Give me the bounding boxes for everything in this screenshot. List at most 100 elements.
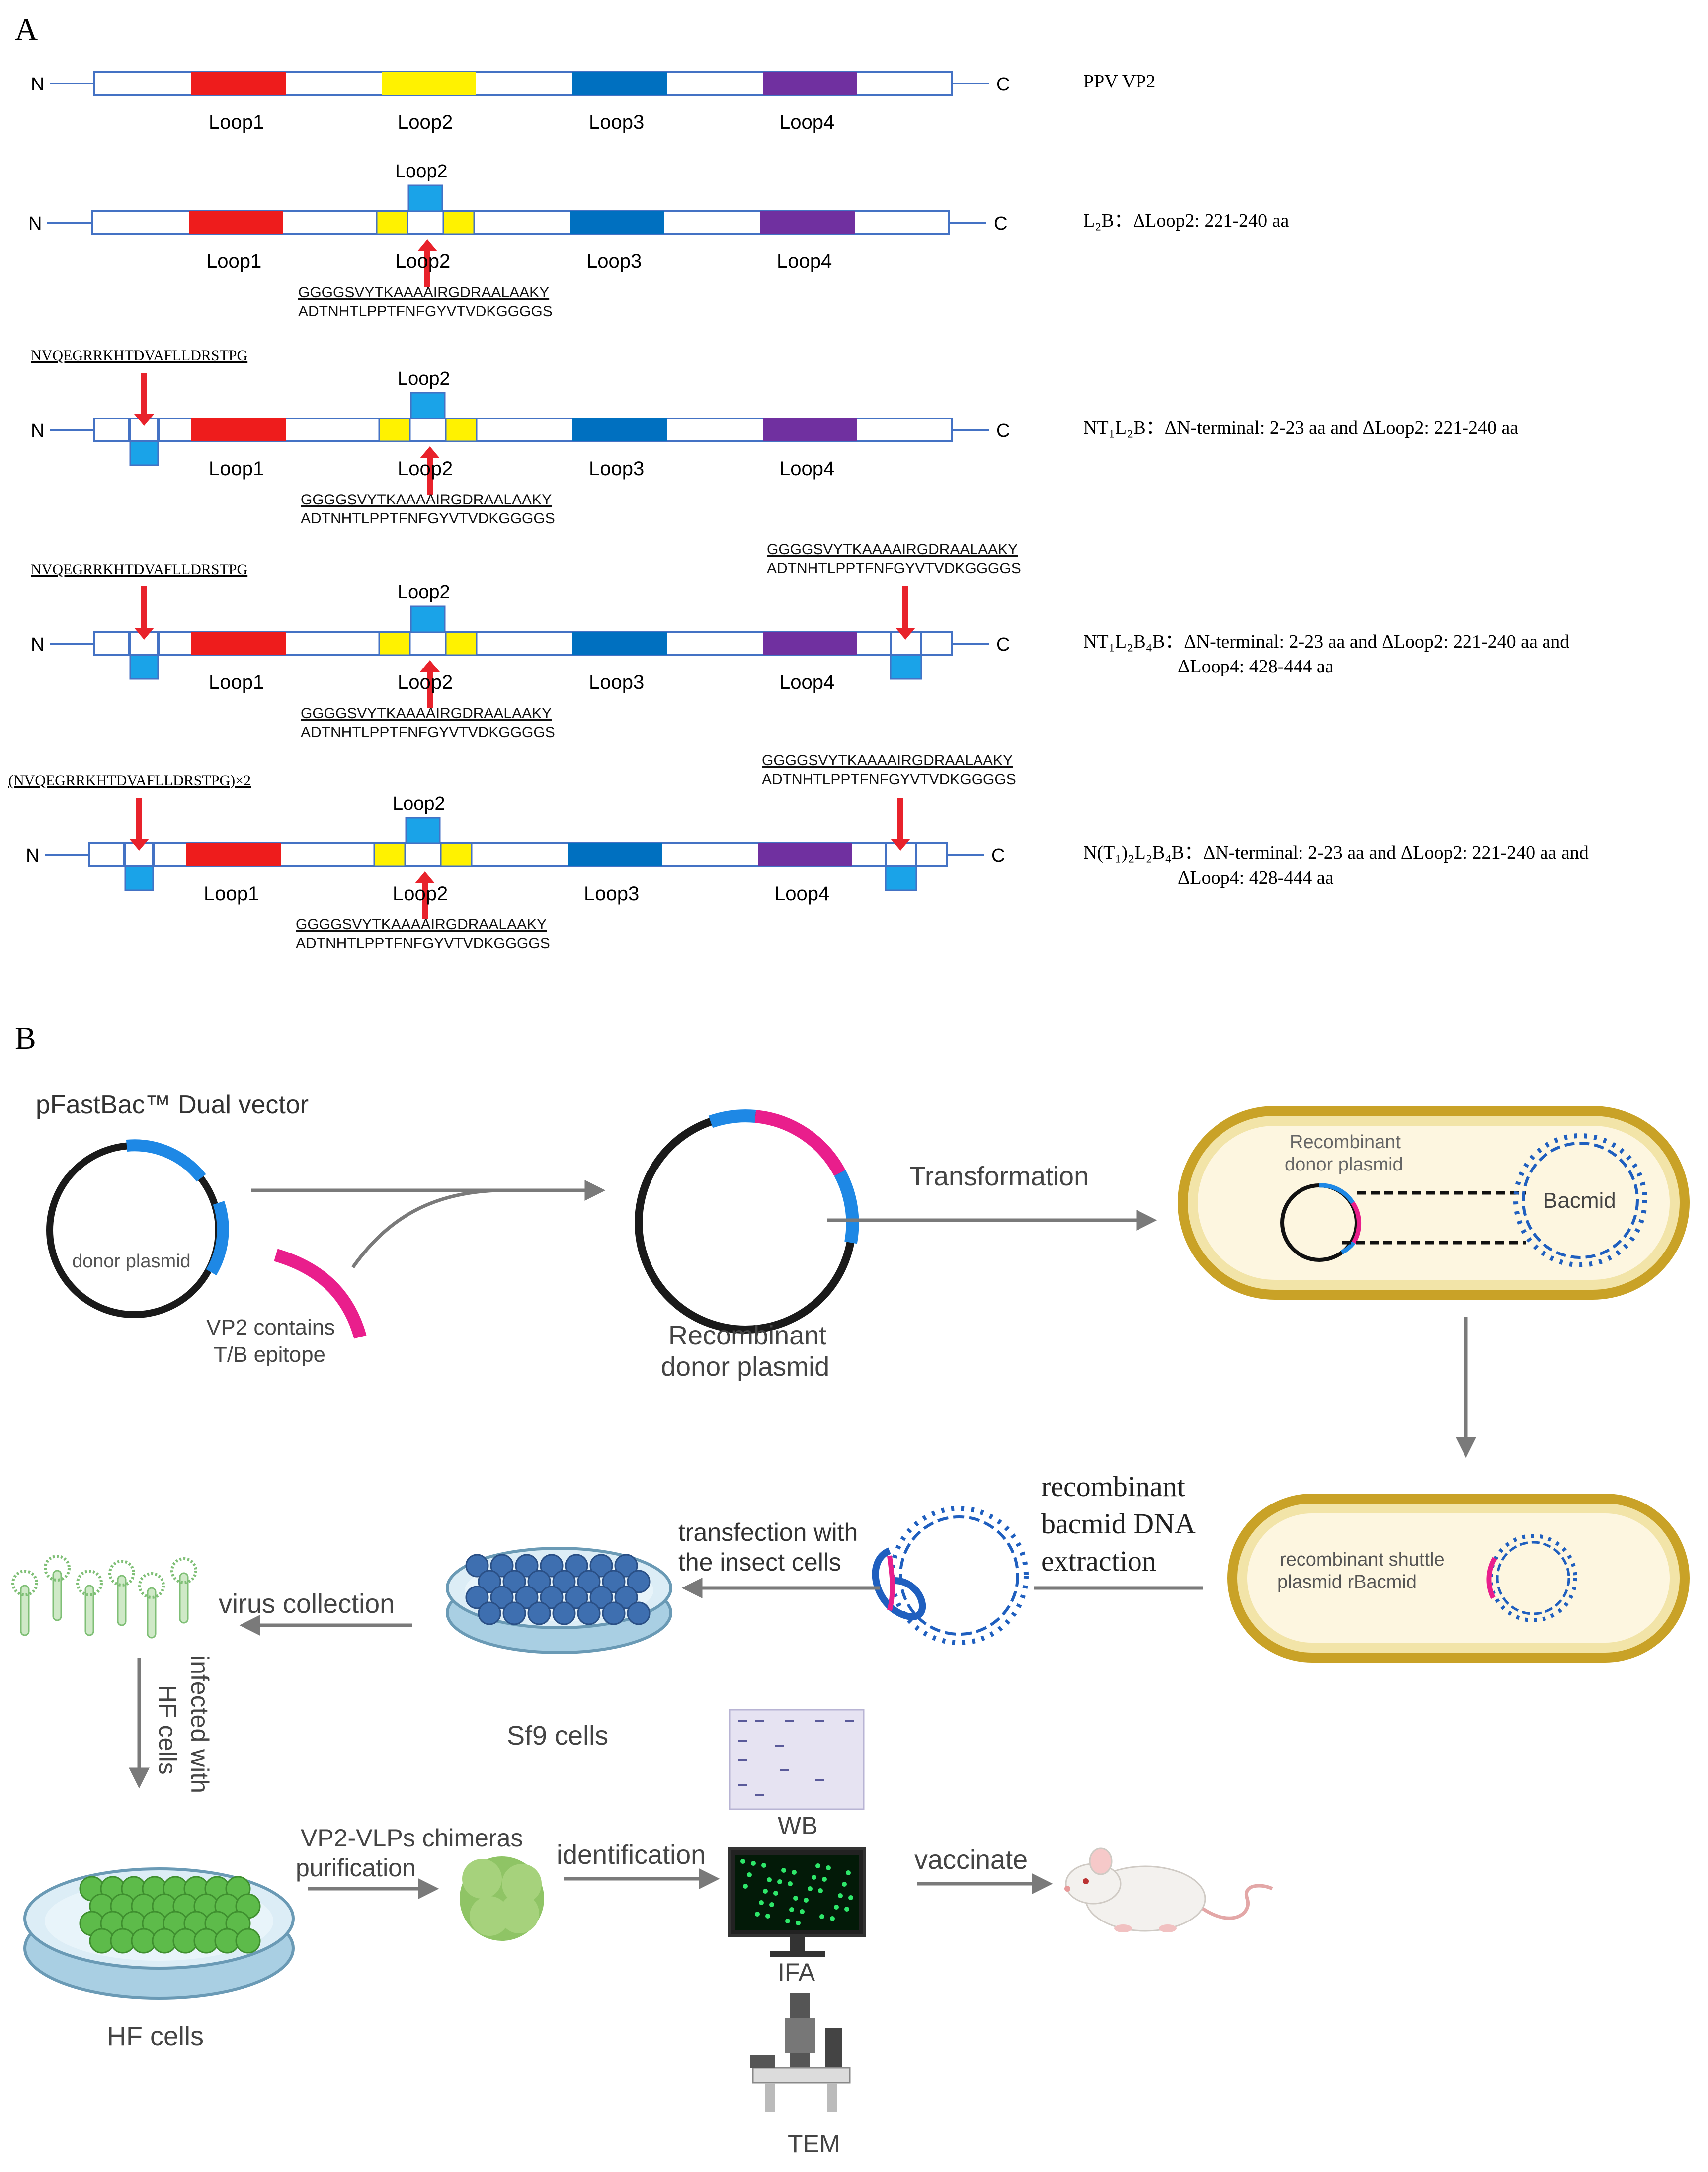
loop2-left-box [378,418,411,442]
n-terminal-label: N [31,420,44,441]
sf9-cell [565,1586,588,1609]
sf9-cell [627,1601,651,1625]
rbacmid-dna [872,1506,1029,1645]
loop2-box [382,72,476,95]
construct-desc-line1: N(T₁)₂L₂B₄B：ΔN-terminal: 2-23 aa and ΔLo… [1083,842,1589,863]
loop3-box [572,72,667,95]
sf9-cell [552,1570,576,1593]
ifa-fluorescent-dot [844,1907,849,1912]
loop1-box [189,211,283,234]
ifa-fluorescent-dot [789,1907,794,1912]
ifa-fluorescent-dot [800,1909,805,1914]
loop3-box [570,211,664,234]
wb-band [755,1720,764,1722]
ifa-fluorescent-dot [842,1882,847,1887]
ligation-arrow [251,1180,606,1269]
wb-band [780,1769,789,1771]
wb-band [845,1720,854,1722]
wb-band [738,1720,747,1722]
loop2-left-box [378,631,411,656]
red-arrow-head [420,660,440,672]
red-arrow-head [134,628,154,640]
sf9-cell [614,1586,638,1609]
loop3-label: Loop3 [586,251,642,272]
loop4-box [763,418,857,441]
tb-epitope-line2: ADTNHTLPPTFNFGYVTVDKGGGGS [301,510,555,527]
sf9-cell [465,1586,489,1609]
purification-line2: purification [296,1854,416,1882]
red-arrow-head [129,839,149,851]
wb-band [815,1779,824,1781]
virion-rod [117,1575,127,1626]
vp2-nterm-segment [93,418,130,442]
loop4-box [763,632,857,655]
shuttle-line2: plasmid rBacmid [1277,1572,1417,1592]
ifa-fluorescent-dot [751,1861,756,1866]
mouse-icon [1064,1847,1273,1932]
c-terminal-label: C [996,74,1010,95]
loop4-insert-box [890,654,922,680]
sf9-dish [446,1547,672,1654]
loop2-top-label: Loop2 [393,793,445,814]
loop1-label: Loop1 [209,111,264,133]
loop3-label: Loop3 [589,671,644,693]
ifa-fluorescent-dot [793,1896,798,1901]
ifa-fluorescent-dot [781,1868,786,1873]
virus-collection-label: virus collection [219,1589,395,1619]
sf9-label: Sf9 cells [507,1721,608,1751]
loop2-label: Loop2 [393,883,448,905]
bacmid-label: Bacmid [1543,1188,1616,1213]
loop4-label: Loop4 [779,458,834,480]
sf9-cell [515,1586,539,1609]
wb-band [775,1745,784,1747]
ifa-fluorescent-dot [761,1863,766,1868]
infected-line1: infected with [186,1655,214,1793]
tb-epitope-line2: ADTNHTLPPTFNFGYVTVDKGGGGS [301,724,555,741]
n-terminal-label: N [31,74,44,95]
tb-epitope-line1: GGGGSVYTKAAAAIRGDRAALAAKY [301,705,552,722]
recombinant-donor-line1: Recombinant [668,1321,826,1350]
construct-desc-line2: ΔLoop4: 428-444 aa [1178,656,1334,677]
loop3-label: Loop3 [589,458,644,480]
loop4-label: Loop4 [774,883,829,905]
ifa-fluorescent-dot [769,1902,774,1907]
transfection-line1: transfection with [678,1518,858,1546]
wb-gel [729,1709,865,1810]
wb-band [738,1759,747,1761]
panel-a-label: A [15,11,38,47]
ifa-fluorescent-dot [846,1870,851,1875]
red-arrow-head [417,239,437,251]
sf9-cell [577,1601,601,1625]
tb-epitope-line1: GGGGSVYTKAAAAIRGDRAALAAKY [301,492,552,508]
loop3-label: Loop3 [584,883,639,905]
sf9-cell [527,1601,551,1625]
loop4-insert-box [885,865,917,891]
transformation-label: Transformation [909,1162,1089,1191]
extraction-line1: recombinant [1041,1470,1185,1503]
tem-label: TEM [788,2130,840,2158]
vector-title: pFastBac™ Dual vector [36,1090,309,1119]
loop4-label: Loop4 [779,111,834,133]
sf9-cell [540,1586,564,1609]
tb-epitope-line2: ADTNHTLPPTFNFGYVTVDKGGGGS [298,303,553,320]
extraction-line2: bacmid DNA [1041,1507,1196,1540]
sf9-cell [540,1554,564,1578]
n-terminal-label: N [26,845,39,866]
loop1-label: Loop1 [204,883,259,905]
virion-rod [147,1587,157,1639]
hf-cell [235,1928,261,1954]
wb-band [738,1784,747,1786]
ifa-fluorescent-dot [804,1898,809,1903]
sf9-cell [552,1601,576,1625]
sf9-cell [589,1586,613,1609]
donor-plasmid-label: donor plasmid [72,1251,191,1272]
hf-label: HF cells [107,2021,204,2051]
cell1-label-line1: Recombinant [1290,1132,1401,1153]
loop3-box [568,843,662,866]
loop1-box [191,418,286,441]
construct-desc-line2: ΔLoop4: 428-444 aa [1178,867,1334,888]
ifa-fluorescent-dot [834,1905,839,1910]
ifa-fluorescent-dot [743,1884,748,1889]
extraction-line3: extraction [1041,1545,1156,1577]
